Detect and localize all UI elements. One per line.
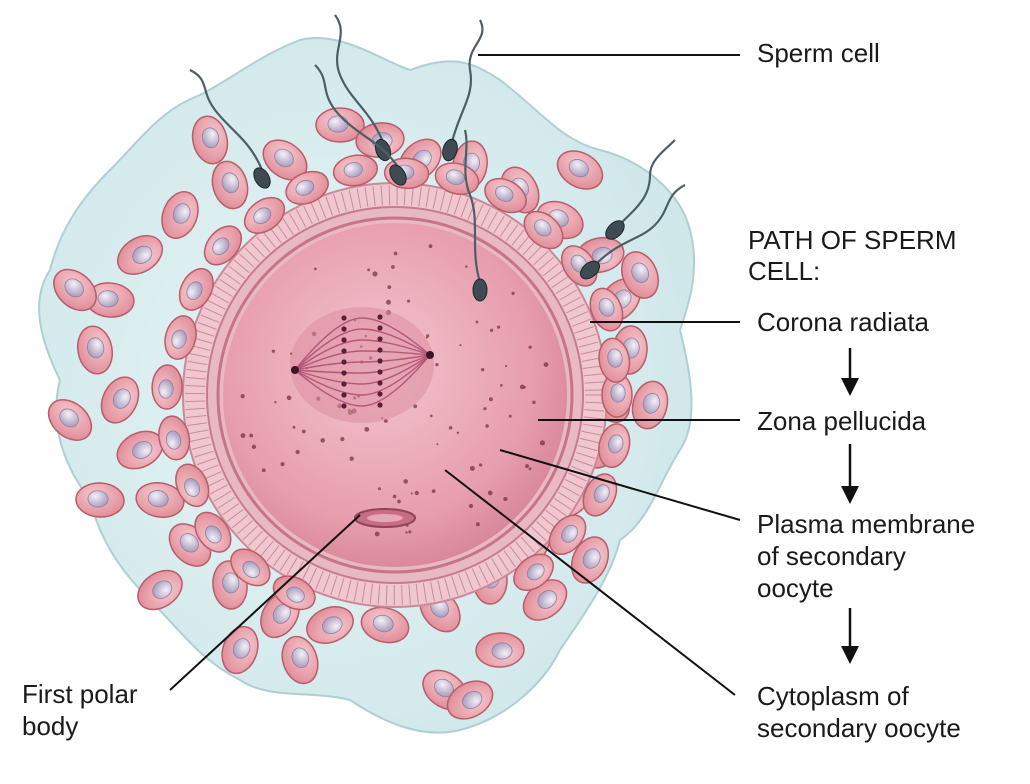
follicle-cell: [191, 115, 229, 165]
label-plasma-membrane: Plasma membrane of secondary oocyte: [757, 509, 976, 603]
leader-lines: [169, 54, 741, 696]
follicle-cell: [164, 315, 197, 360]
label-first-polar-body: First polar body: [22, 679, 138, 741]
follicle-cell: [100, 376, 140, 424]
meiotic-spindle: [290, 307, 434, 423]
follicle-cell: [285, 170, 329, 205]
follicle-cell: [137, 569, 183, 611]
follicle-cell: [203, 225, 243, 266]
follicle-cell: [332, 154, 378, 187]
follicle-cell: [211, 160, 249, 210]
sperm-cells: [189, 14, 686, 302]
follicle-cell: [85, 282, 135, 318]
follicle-cell: [135, 481, 185, 519]
label-cytoplasm: Cytoplasm of secondary oocyte: [757, 681, 961, 743]
follicle-cell: [548, 514, 587, 555]
follicle-cell: [582, 473, 618, 517]
follicle-cell: [221, 625, 259, 675]
follicle-cell: [475, 632, 525, 668]
sperm-cell: [579, 184, 686, 280]
follicle-cell: [598, 337, 631, 383]
sperm-cell: [605, 139, 676, 240]
follicle-cell: [116, 235, 164, 275]
leader-first-polar-body: [169, 514, 361, 691]
follicle-cell: [76, 325, 114, 375]
follicle-cell: [151, 364, 183, 410]
sperm-cell: [314, 64, 407, 186]
label-corona-radiata: Corona radiata: [757, 307, 929, 337]
follicle-cell: [570, 536, 610, 584]
label-path-heading: PATH OF SPERM CELL:: [748, 225, 957, 286]
follicle-cell: [513, 553, 554, 592]
plasma-membrane: [216, 216, 574, 574]
follicle-cell: [178, 267, 214, 311]
follicle-cell: [446, 680, 494, 720]
follicle-cell: [306, 606, 354, 644]
follicle-cell: [161, 191, 199, 239]
follicle-cell: [175, 463, 210, 508]
follicle-cells-corona: [151, 154, 633, 611]
corona-radial-striations: [185, 185, 605, 606]
follicle-cell: [47, 399, 93, 441]
arrow-down-icon: [841, 444, 859, 504]
sperm-cell: [442, 19, 484, 162]
follicle-cell: [243, 196, 286, 234]
follicle-cell: [360, 606, 410, 644]
sperm-cell: [463, 129, 488, 302]
follicle-cell: [116, 430, 164, 470]
arrow-down-icon: [841, 348, 859, 396]
follicle-cell: [262, 139, 308, 181]
follicle-cell: [194, 511, 232, 553]
follicle-cell: [621, 251, 659, 299]
follicle-cell: [158, 415, 191, 461]
leader-cytoplasm: [444, 469, 736, 696]
follicle-cell: [556, 150, 604, 190]
path-arrows: [841, 348, 859, 664]
follicle-cell: [589, 287, 624, 332]
sperm-cell: [189, 69, 271, 189]
follicle-cell: [230, 548, 271, 587]
leader-plasma-membrane: [499, 449, 741, 521]
follicle-cell: [601, 372, 633, 418]
label-zona-pellucida: Zona pellucida: [757, 406, 927, 436]
follicle-cell: [281, 635, 319, 685]
follicle-cell: [523, 210, 564, 250]
follicle-cell: [75, 482, 125, 518]
follicle-cell: [484, 177, 527, 214]
label-sperm-cell: Sperm cell: [757, 38, 880, 68]
follicle-cell: [53, 268, 97, 312]
follicle-cell: [598, 423, 631, 469]
arrow-down-icon: [841, 608, 859, 664]
follicle-cell: [631, 380, 669, 430]
follicle-cell: [522, 579, 568, 621]
